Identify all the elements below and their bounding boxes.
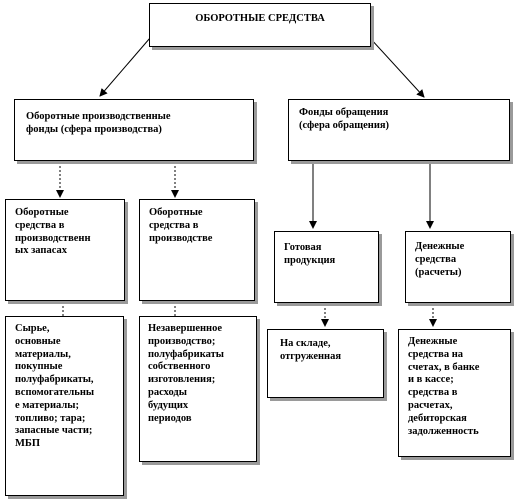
production-stocks-node: Оборотные средства в производственн ых з…: [5, 199, 125, 301]
root-node: ОБОРОТНЫЕ СРЕДСТВА: [149, 3, 371, 47]
root-label: ОБОРОТНЫЕ СРЕДСТВА: [195, 13, 325, 24]
finished-goods-node: Готовая продукция: [274, 231, 379, 303]
production-funds-label: Оборотные производственные фонды (сфера …: [26, 111, 171, 135]
circulation-funds-node: Фонды обращения (сфера обращения): [288, 99, 510, 161]
monetary-funds-label: Денежные средства (расчеты): [415, 241, 465, 278]
monetary-detail-node: Денежные средства на счетах, в банке и в…: [398, 329, 511, 457]
monetary-detail-label: Денежные средства на счетах, в банке и в…: [408, 336, 480, 437]
stocks-detail-node: Сырье, основные материалы, покупные полу…: [5, 316, 124, 496]
finished-goods-label: Готовая продукция: [284, 242, 336, 266]
stocks-detail-label: Сырье, основные материалы, покупные полу…: [15, 323, 95, 450]
production-stocks-label: Оборотные средства в производственн ых з…: [15, 207, 91, 257]
arrow-root-to-production-funds: [99, 37, 151, 97]
finished-goods-detail-label: На складе, отгруженная: [280, 338, 342, 362]
in-production-label: Оборотные средства в производстве: [149, 207, 213, 244]
arrow-root-to-circulation-funds: [369, 37, 425, 98]
in-production-detail-node: Незавершенное производство; полуфабрикат…: [139, 316, 257, 462]
in-production-node: Оборотные средства в производстве: [139, 199, 255, 301]
monetary-funds-node: Денежные средства (расчеты): [405, 231, 511, 303]
circulation-funds-label: Фонды обращения (сфера обращения): [299, 107, 390, 131]
in-production-detail-label: Незавершенное производство; полуфабрикат…: [148, 323, 224, 424]
production-funds-node: Оборотные производственные фонды (сфера …: [14, 99, 254, 161]
finished-goods-detail-node: На складе, отгруженная: [267, 329, 384, 398]
